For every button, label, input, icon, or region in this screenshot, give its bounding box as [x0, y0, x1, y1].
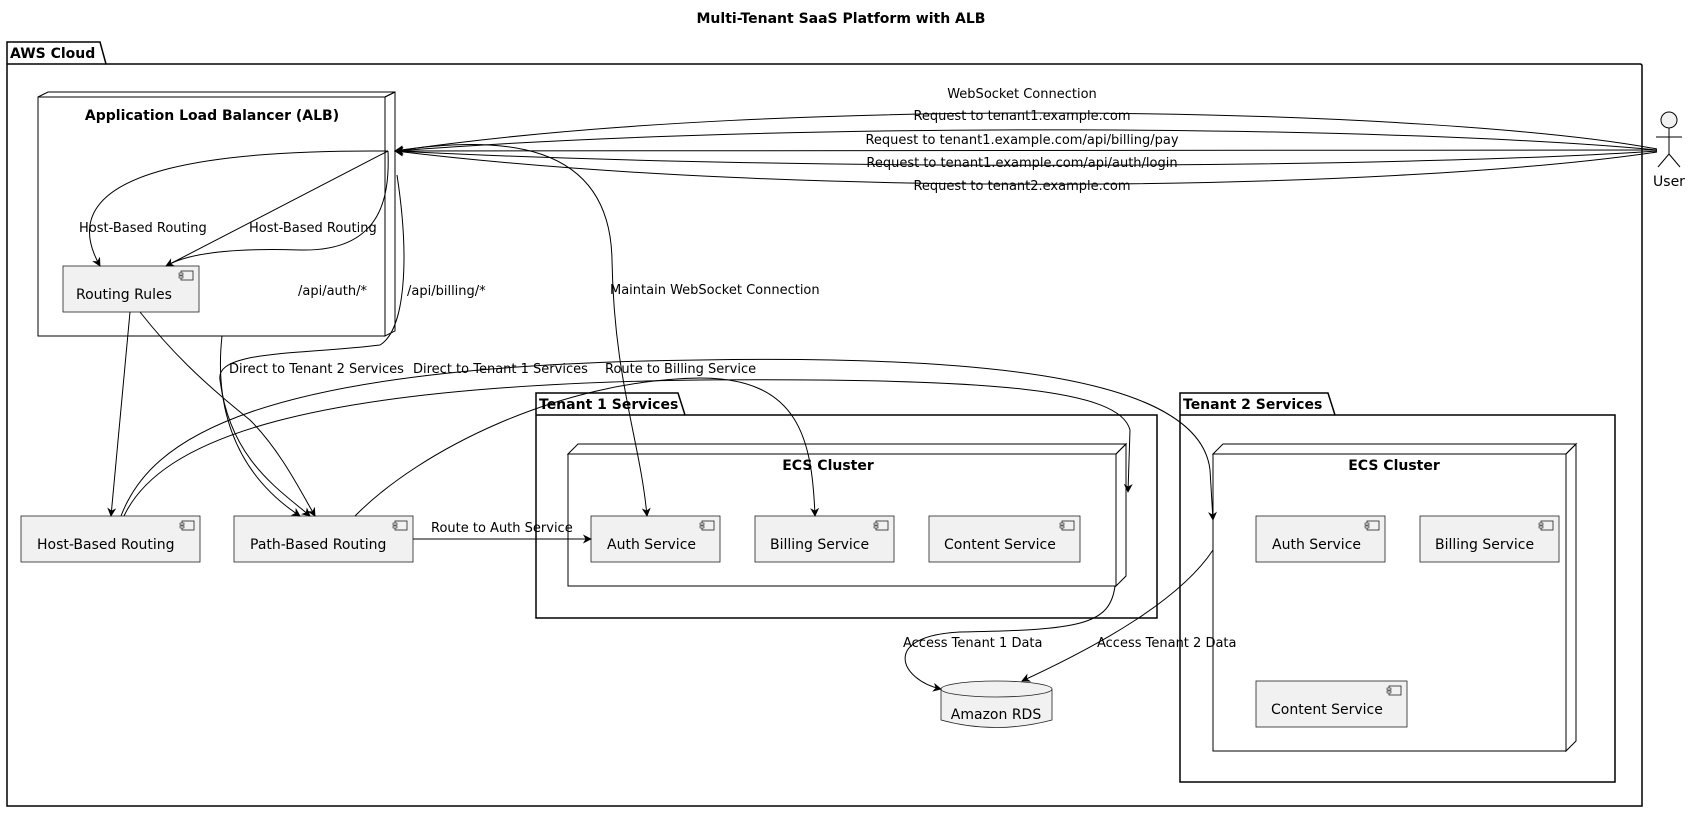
diagram-title: Multi-Tenant SaaS Platform with ALB: [697, 11, 986, 27]
alb-label: Application Load Balancer (ALB): [85, 108, 339, 124]
edge-host-routing-2b: [165, 150, 389, 267]
edge-request-auth: [394, 146, 1658, 166]
label-route-auth: Route to Auth Service: [431, 521, 573, 536]
t1-content-label: Content Service: [944, 537, 1056, 553]
label-api-billing: /api/billing/*: [407, 284, 486, 299]
edge-websocket: [394, 112, 1658, 155]
path-based-routing-component[interactable]: Path-Based Routing: [233, 515, 414, 563]
label-access-tenant1: Access Tenant 1 Data: [903, 636, 1042, 651]
edge-request-tenant1: [394, 129, 1658, 155]
t2-content-label: Content Service: [1271, 702, 1383, 718]
label-host-routing-2: Host-Based Routing: [249, 221, 377, 236]
edge-direct-tenant1: [123, 379, 1133, 517]
edge-host-routing-1: [89, 150, 389, 267]
host-based-routing-label: Host-Based Routing: [37, 537, 175, 553]
t2-auth-label: Auth Service: [1272, 537, 1361, 553]
label-request-tenant1: Request to tenant1.example.com: [913, 109, 1130, 124]
label-access-tenant2: Access Tenant 2 Data: [1097, 636, 1236, 651]
host-based-routing-component[interactable]: Host-Based Routing: [20, 515, 201, 563]
ecs-cluster-1-node: ECS Cluster: [566, 442, 1128, 588]
edge-access-tenant1: [904, 585, 1116, 692]
label-request-auth: Request to tenant1.example.com/api/auth/…: [866, 156, 1177, 171]
amazon-rds-label: Amazon RDS: [951, 707, 1042, 723]
tenant1-label: Tenant 1 Services: [539, 397, 678, 413]
t2-content-service[interactable]: Content Service: [1255, 680, 1408, 728]
edge-rules-to-host: [107, 311, 131, 517]
amazon-rds-database[interactable]: Amazon RDS: [940, 680, 1053, 728]
edge-rules-to-path: [139, 311, 316, 517]
edge-access-tenant2: [1021, 549, 1214, 682]
edge-maintain-ws: [394, 143, 651, 517]
ecs-cluster-2-node: ECS Cluster: [1211, 442, 1578, 753]
t1-auth-service[interactable]: Auth Service: [590, 515, 721, 563]
label-api-auth: /api/auth/*: [298, 284, 368, 299]
tenant1-package: Tenant 1 Services: [535, 392, 1158, 619]
edge-host-routing-2: [165, 150, 389, 267]
t1-auth-label: Auth Service: [607, 537, 696, 553]
edges-user-to-alb: [394, 112, 1658, 185]
t1-billing-label: Billing Service: [770, 537, 869, 553]
label-direct-tenant2: Direct to Tenant 2 Services: [229, 362, 404, 377]
t2-auth-service[interactable]: Auth Service: [1255, 515, 1386, 563]
edge-route-billing: [354, 377, 820, 517]
edge-request-billing: [394, 146, 1658, 156]
edges-alb-internal: [89, 150, 405, 517]
tenant2-label: Tenant 2 Services: [1183, 397, 1322, 413]
ecs-cluster-1-label: ECS Cluster: [782, 458, 874, 474]
aws-cloud-label: AWS Cloud: [10, 46, 95, 62]
label-websocket: WebSocket Connection: [947, 87, 1097, 102]
edge-request-tenant2: [394, 147, 1658, 185]
label-request-tenant2: Request to tenant2.example.com: [913, 179, 1130, 194]
aws-cloud-package: AWS Cloud: [6, 41, 1643, 807]
routing-rules-label: Routing Rules: [76, 287, 172, 303]
t1-content-service[interactable]: Content Service: [928, 515, 1081, 563]
label-request-billing: Request to tenant1.example.com/api/billi…: [865, 133, 1178, 148]
label-route-billing: Route to Billing Service: [605, 362, 756, 377]
edge-direct-tenant2: [120, 358, 1218, 521]
t2-billing-service[interactable]: Billing Service: [1419, 515, 1560, 563]
t2-billing-label: Billing Service: [1435, 537, 1534, 553]
routing-rules-component[interactable]: Routing Rules: [62, 265, 200, 313]
edge-api-auth: [219, 335, 301, 517]
label-direct-tenant1: Direct to Tenant 1 Services: [413, 362, 588, 377]
ecs-cluster-2-label: ECS Cluster: [1348, 458, 1440, 474]
edges-to-services: [120, 143, 1218, 692]
user-label: User: [1653, 174, 1685, 190]
path-based-routing-label: Path-Based Routing: [250, 537, 386, 553]
alb-node: Application Load Balancer (ALB): [37, 91, 396, 337]
tenant2-package: Tenant 2 Services: [1179, 392, 1616, 783]
label-host-routing-1: Host-Based Routing: [79, 221, 207, 236]
user-actor[interactable]: User: [1653, 111, 1685, 190]
label-maintain-ws: Maintain WebSocket Connection: [610, 283, 820, 298]
edge-api-billing: [219, 174, 405, 517]
t1-billing-service[interactable]: Billing Service: [754, 515, 895, 563]
